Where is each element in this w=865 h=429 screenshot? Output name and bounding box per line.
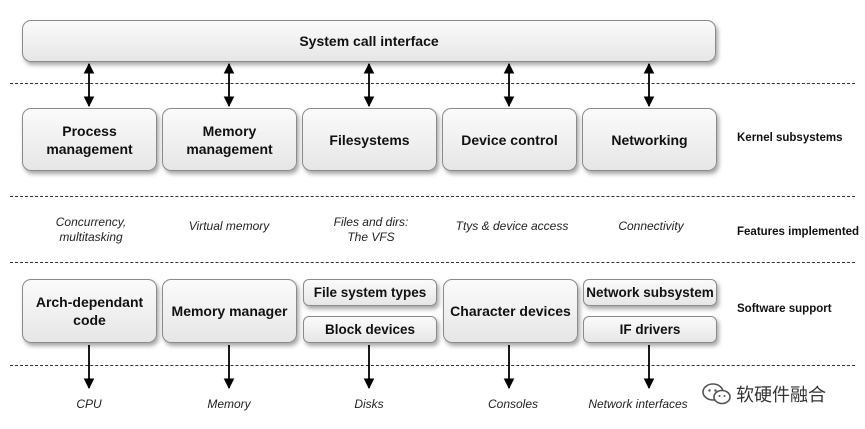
memory-management-label-line2: management xyxy=(186,140,273,157)
memory-manager-box: Memory manager xyxy=(162,279,297,343)
networking-label: Networking xyxy=(611,131,688,148)
separator-line xyxy=(10,365,855,366)
process-management-label-line1: Process xyxy=(62,122,117,139)
wechat-logo-icon xyxy=(702,383,731,405)
separator-line xyxy=(10,83,855,84)
feature-concurrency-line2: multitasking xyxy=(59,230,123,244)
watermark: 软硬件融合 xyxy=(702,381,826,407)
side-label-features-implemented: Features implemented xyxy=(737,226,860,238)
arch-dependant-code-box: Arch-dependant code xyxy=(22,279,157,343)
memory-management-box: Memory management xyxy=(162,108,297,171)
feature-concurrency: Concurrency, multitasking xyxy=(21,215,161,245)
character-devices-label: Character devices xyxy=(450,303,571,319)
arch-dependant-code-line1: Arch-dependant xyxy=(35,294,144,310)
if-drivers-box: IF drivers xyxy=(583,316,717,343)
feature-ttys-line1: Ttys & device access xyxy=(455,219,569,233)
device-control-label: Device control xyxy=(461,131,558,148)
feature-connectivity-line1: Connectivity xyxy=(618,219,684,233)
feature-connectivity: Connectivity xyxy=(581,219,721,234)
filesystems-box: Filesystems xyxy=(302,108,437,171)
if-drivers-label: IF drivers xyxy=(619,321,681,337)
hardware-disks: Disks xyxy=(354,397,384,411)
networking-box: Networking xyxy=(582,108,717,171)
memory-manager-label: Memory manager xyxy=(171,303,288,319)
side-label-software-support: Software support xyxy=(737,303,832,315)
separator-line xyxy=(10,262,855,263)
hardware-cpu: CPU xyxy=(76,397,102,411)
filesystems-label: Filesystems xyxy=(329,131,410,148)
memory-management-label-line1: Memory xyxy=(202,122,257,139)
hardware-consoles: Consoles xyxy=(487,397,539,411)
hardware-memory: Memory xyxy=(207,397,251,411)
device-control-box: Device control xyxy=(442,108,577,171)
hardware-network-interfaces: Network interfaces xyxy=(588,397,688,411)
feature-concurrency-line1: Concurrency, xyxy=(55,215,127,229)
block-devices-label: Block devices xyxy=(324,321,416,337)
character-devices-box: Character devices xyxy=(443,279,578,343)
arch-dependant-code-line2: code xyxy=(73,312,106,328)
feature-vfs-line1: Files and dirs: xyxy=(333,215,409,229)
file-system-types-label: File system types xyxy=(313,284,427,300)
system-call-interface-box: System call interface xyxy=(22,20,716,62)
watermark-text: 软硬件融合 xyxy=(736,385,826,406)
side-label-kernel-subsystems: Kernel subsystems xyxy=(737,132,843,144)
feature-vfs-line2: The VFS xyxy=(347,230,395,244)
file-system-types-box: File system types xyxy=(303,279,437,306)
feature-virtual-memory: Virtual memory xyxy=(159,219,299,234)
process-management-box: Process management xyxy=(22,108,157,171)
block-devices-box: Block devices xyxy=(303,316,437,343)
system-call-interface-label: System call interface xyxy=(299,33,439,49)
separator-line xyxy=(10,196,855,197)
feature-vfs: Files and dirs: The VFS xyxy=(301,215,441,245)
feature-ttys: Ttys & device access xyxy=(442,219,582,234)
network-subsystem-label: Network subsystem xyxy=(586,284,714,300)
network-subsystem-box: Network subsystem xyxy=(583,279,717,306)
process-management-label-line2: management xyxy=(46,140,133,157)
feature-virtual-memory-line1: Virtual memory xyxy=(188,219,270,233)
